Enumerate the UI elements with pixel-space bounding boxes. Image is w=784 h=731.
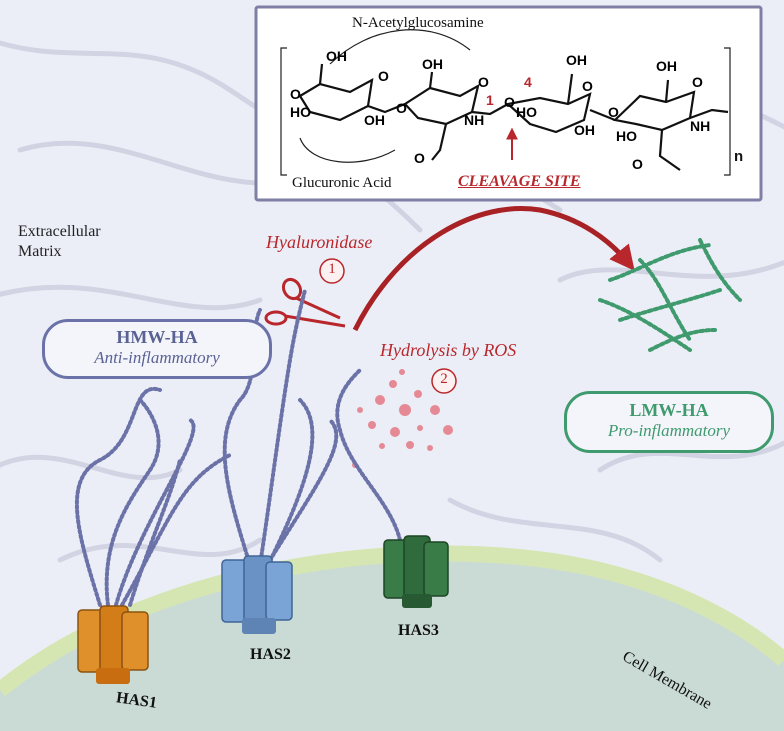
atom-o-1: O: [290, 86, 301, 102]
atom-o-2: O: [378, 68, 389, 84]
atom-o-8: O: [608, 104, 619, 120]
atom-o-9: O: [692, 74, 703, 90]
atom-o-7: O: [582, 78, 593, 94]
atom-oh-3: OH: [422, 56, 443, 72]
has1-synthase: [77, 605, 149, 684]
atom-oh-5: OH: [574, 122, 595, 138]
step-1-number: 1: [328, 261, 336, 277]
atom-o-6: O: [414, 150, 425, 166]
lmw-ha-fragments: [598, 238, 742, 352]
atom-o-4: O: [478, 74, 489, 90]
hmw-ha-title: HMW-HA: [116, 327, 198, 347]
ros-label: Hydrolysis by ROS: [380, 340, 517, 360]
has3-label: HAS3: [398, 622, 439, 639]
matrix-label: Matrix: [18, 243, 62, 260]
degradation-arrow: [352, 206, 635, 332]
atom-o-3: O: [396, 100, 407, 116]
atom-nh-2: NH: [690, 118, 711, 134]
step-2-circle: [431, 368, 457, 394]
position-1-label: 1: [486, 92, 494, 108]
hmw-ha-pill: HMW-HA Anti-inflammatory: [42, 319, 272, 379]
atom-oh-6: OH: [656, 58, 677, 74]
atom-nh-1: NH: [464, 112, 485, 128]
hyaluronidase-label: Hyaluronidase: [266, 232, 373, 252]
atom-oh-4: OH: [566, 52, 587, 68]
lmw-ha-title: LMW-HA: [629, 400, 709, 420]
atom-ho-2: HO: [516, 104, 537, 120]
position-4-label: 4: [524, 74, 532, 90]
scissors-icon: [264, 277, 346, 328]
lmw-ha-subtitle: Pro-inflammatory: [607, 421, 731, 440]
step-1-circle: [319, 258, 345, 284]
structure-box: [254, 5, 763, 202]
hmw-ha-subtitle: Anti-inflammatory: [94, 348, 220, 367]
has2-label: HAS2: [250, 646, 291, 663]
has2-synthase: [221, 555, 293, 634]
glucuronic-acid-label: Glucuronic Acid: [292, 175, 392, 191]
atom-oh-2: OH: [364, 112, 385, 128]
step-2-number: 2: [440, 371, 448, 387]
atom-o-10: O: [632, 156, 643, 172]
cleavage-site-label: CLEAVAGE SITE: [458, 173, 581, 190]
cell-membrane: [0, 545, 784, 731]
has3-synthase: [383, 535, 449, 608]
repeat-n-label: n: [734, 148, 744, 165]
atom-oh-1: OH: [326, 48, 347, 64]
atom-ho-1: HO: [290, 104, 311, 120]
n-acetylglucosamine-label: N-Acetylglucosamine: [352, 15, 484, 31]
atom-o-5: O: [504, 94, 515, 110]
extracellular-label: Extracellular: [18, 223, 101, 240]
atom-ho-3: HO: [616, 128, 637, 144]
lmw-ha-pill: LMW-HA Pro-inflammatory: [564, 391, 774, 453]
